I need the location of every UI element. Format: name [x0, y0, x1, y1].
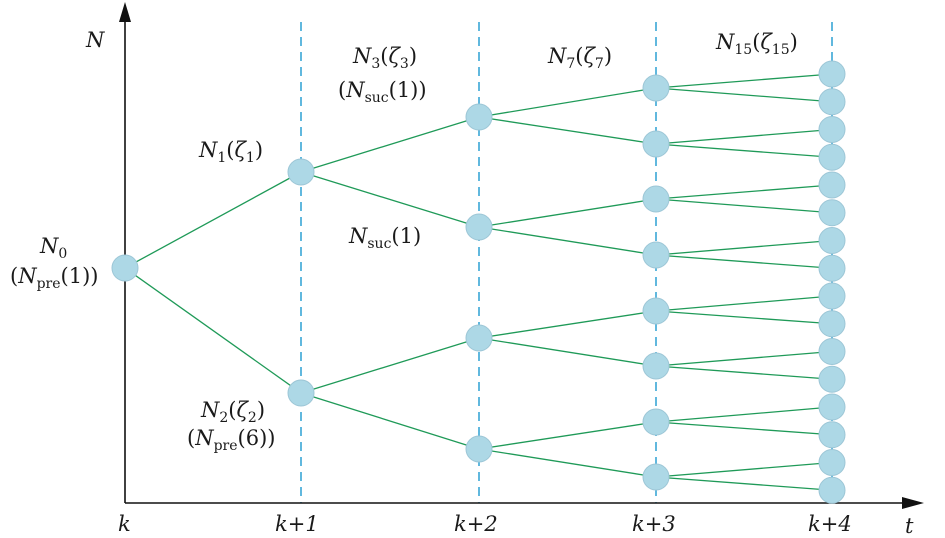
tree-edge [655, 406, 833, 423]
label-nsuc: Nsuc(1) [349, 224, 422, 252]
tree-node [818, 88, 846, 116]
tree-edge [655, 254, 833, 269]
tree-node [818, 116, 846, 143]
label-n7: N7(ζ7) [548, 44, 613, 72]
tree-edge [655, 198, 833, 214]
tick-label-k: k [118, 512, 131, 536]
tree-node [642, 185, 670, 213]
tree-node [287, 158, 315, 186]
label-n3-suc: (Nsuc(1)) [338, 78, 427, 106]
tree-node [818, 449, 846, 476]
tree-node [818, 365, 846, 393]
tick-label-k1: k+1 [275, 512, 319, 536]
x-axis-arrow [902, 497, 924, 509]
label-n1: N1(ζ1) [199, 138, 264, 166]
tree-edge [478, 337, 657, 367]
tree-node [818, 393, 846, 421]
tree-node [818, 254, 846, 282]
tree-node [642, 130, 670, 158]
label-n2-pre: (Npre(6)) [187, 426, 276, 454]
tree-node [465, 103, 493, 131]
tree-node [642, 352, 670, 380]
tree-node [642, 74, 670, 102]
label-n15: N15(ζ15) [716, 30, 798, 58]
tree-node [465, 213, 493, 241]
tree-node [642, 241, 670, 269]
tree-edge [300, 171, 480, 228]
x-axis-label: t [905, 514, 914, 538]
tick-label-k4: k+4 [808, 512, 852, 536]
tree-node [465, 435, 493, 463]
tree-edge [478, 87, 657, 118]
tree-edge [655, 476, 833, 491]
tree-node [818, 421, 846, 449]
tick-label-k3: k+3 [632, 512, 676, 536]
tree-edge [655, 365, 833, 380]
tree-edge [655, 184, 833, 200]
tree-edge [300, 392, 480, 450]
tree-node [818, 199, 846, 227]
tree-edge [478, 421, 657, 450]
tree-node [818, 282, 846, 310]
tick-label-k2: k+2 [454, 512, 498, 536]
tree-node [111, 254, 139, 282]
label-n2: N2(ζ2) [201, 398, 266, 426]
tree-edge [478, 310, 657, 339]
tree-edge [655, 350, 833, 367]
tree-edge [300, 116, 480, 173]
tree-edge [655, 310, 833, 325]
tree-node [818, 338, 846, 365]
tree-node [465, 324, 493, 352]
y-axis-arrow [119, 2, 131, 22]
tree-edge [655, 421, 833, 436]
tree-node [642, 408, 670, 436]
y-axis-label: N [86, 28, 105, 52]
tree-node [642, 297, 670, 325]
tree-edge [655, 239, 833, 256]
tree-node [818, 60, 846, 88]
tree-node [818, 171, 846, 199]
tree-edge [124, 171, 302, 269]
tree-edge [655, 461, 833, 478]
tree-node [818, 310, 846, 338]
tree-edge [655, 73, 833, 89]
tree-edge [655, 295, 833, 312]
tree-edge [478, 448, 657, 478]
tree-edge [478, 198, 657, 228]
tree-node [642, 463, 670, 491]
tree-node [818, 476, 846, 504]
tree-node [287, 379, 315, 407]
tree-edge [478, 226, 657, 256]
tree-edge [655, 128, 833, 145]
label-n3: N3(ζ3) [353, 44, 418, 72]
tree-edge [655, 87, 833, 103]
tree-edge [124, 267, 302, 394]
tree-edge [300, 337, 480, 394]
tree-edge [478, 116, 657, 145]
tree-node [818, 227, 846, 254]
tree-node [818, 143, 846, 171]
tree-edge [655, 143, 833, 158]
label-n0-pre: (Npre(1)) [10, 264, 99, 292]
label-n0: N0 [40, 234, 68, 262]
